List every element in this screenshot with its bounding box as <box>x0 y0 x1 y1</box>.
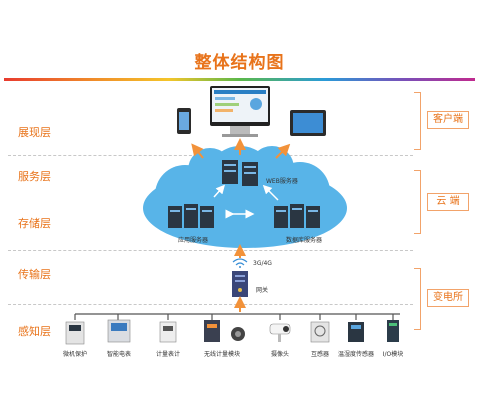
tablet-icon <box>290 110 326 136</box>
monitor-icon <box>210 86 270 137</box>
transformer-icon <box>310 321 330 343</box>
io-module-icon <box>387 320 399 342</box>
metering-meter-icon <box>159 321 177 343</box>
device-label: 摄像头 <box>271 350 289 358</box>
device-label: 无线计量模块 <box>204 350 240 358</box>
group-label-client: 客户端 <box>427 111 469 129</box>
relay-protection-icon <box>65 321 85 345</box>
cloud-shape <box>143 146 347 248</box>
network-label: 3G/4G <box>253 260 272 267</box>
layer-label-service: 服务层 <box>18 170 51 183</box>
layer-label-transport: 传输层 <box>18 268 51 281</box>
database-server-label: 数据库服务器 <box>286 236 322 244</box>
smart-meter-icon <box>107 319 131 343</box>
arrow-app-to-web <box>213 184 225 198</box>
bus-drops <box>74 314 394 320</box>
arrow-up <box>191 143 204 159</box>
divider-line <box>8 304 413 305</box>
device-label: 智能电表 <box>107 350 131 358</box>
layer-label-storage: 存储层 <box>18 217 51 230</box>
app-server-label: 应用服务器 <box>178 236 208 244</box>
phone-icon <box>177 108 191 134</box>
camera-icon <box>269 323 291 342</box>
diagram-title: 整体结构图 <box>194 53 285 73</box>
arrow-up <box>275 143 291 159</box>
device-label: 计量表计 <box>156 350 180 358</box>
wireless-sensor-icon <box>231 327 245 341</box>
app-server-icon <box>168 204 214 228</box>
device-label: I/O模块 <box>383 350 404 358</box>
group-label-cloud: 云 端 <box>427 193 469 211</box>
wireless-module-icon <box>204 320 220 342</box>
device-label: 温湿度传感器 <box>338 350 374 358</box>
device-label: 微机保护 <box>63 350 87 358</box>
divider-line <box>8 250 413 251</box>
wifi-icon <box>232 258 248 268</box>
title-underline <box>4 78 475 81</box>
layer-label-perception: 感知层 <box>18 325 51 338</box>
layer-label-presentation: 展现层 <box>18 126 51 139</box>
web-server-icon <box>222 160 258 186</box>
gateway-label: 网关 <box>256 286 268 294</box>
device-label: 互感器 <box>311 350 329 358</box>
group-bracket-substation <box>414 268 421 330</box>
group-bracket-cloud <box>414 170 421 234</box>
group-bracket-client <box>414 92 421 150</box>
arrow-db-to-web <box>262 184 279 201</box>
database-server-icon <box>274 204 320 228</box>
web-server-label: WEB服务器 <box>266 177 298 185</box>
group-label-substation: 变电所 <box>427 289 469 307</box>
temperature-humidity-sensor-icon <box>348 322 364 342</box>
gateway-icon <box>232 271 248 297</box>
